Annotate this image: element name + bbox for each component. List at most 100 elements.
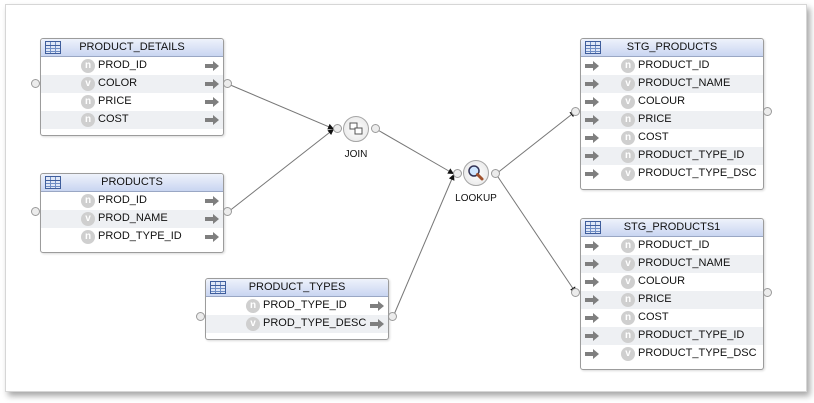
- field-type-icon: n: [621, 293, 635, 307]
- field-port-arrow-icon[interactable]: [205, 61, 219, 71]
- field-port-arrow-icon[interactable]: [585, 115, 599, 125]
- field-port-arrow-icon[interactable]: [585, 259, 599, 269]
- table-header[interactable]: PRODUCT_TYPES: [206, 279, 388, 297]
- join-out-port[interactable]: [371, 124, 380, 133]
- magnifier-icon: [468, 165, 484, 181]
- join-operator[interactable]: [343, 116, 369, 142]
- table-header[interactable]: STG_PRODUCTS1: [581, 219, 763, 237]
- stg-products1-out-port[interactable]: [763, 288, 772, 297]
- table-icon: [585, 221, 601, 234]
- field-type-icon: n: [81, 113, 95, 127]
- field-type-icon: n: [621, 311, 635, 325]
- table-title: PRODUCT_TYPES: [248, 281, 346, 293]
- product-details-out-port[interactable]: [223, 79, 232, 88]
- field-name: PROD_ID: [98, 194, 147, 206]
- join-icon: [349, 122, 363, 135]
- field-type-icon: n: [621, 149, 635, 163]
- join-in-port[interactable]: [333, 124, 342, 133]
- lookup-operator[interactable]: [463, 160, 489, 186]
- field-port-arrow-icon[interactable]: [205, 196, 219, 206]
- table-header[interactable]: PRODUCT_DETAILS: [41, 39, 223, 57]
- field-type-icon: n: [246, 299, 260, 313]
- table-title: PRODUCTS: [101, 176, 163, 188]
- field-type-icon: v: [246, 317, 260, 331]
- field-name: COST: [98, 113, 129, 125]
- product-details-in-port[interactable]: [31, 79, 40, 88]
- field-name: PRODUCT_TYPE_ID: [638, 329, 745, 341]
- stg-products-in-port[interactable]: [571, 107, 580, 116]
- field-port-arrow-icon[interactable]: [205, 79, 219, 89]
- field-type-icon: v: [621, 347, 635, 361]
- stg-products1-in-port[interactable]: [571, 288, 580, 297]
- product-types-out-port[interactable]: [388, 312, 397, 321]
- field-port-arrow-icon[interactable]: [585, 151, 599, 161]
- field-port-arrow-icon[interactable]: [205, 214, 219, 224]
- field-name: PRODUCT_NAME: [638, 77, 731, 89]
- field-type-icon: n: [81, 59, 95, 73]
- field-name: PRODUCT_TYPE_DSC: [638, 167, 757, 179]
- field-port-arrow-icon[interactable]: [585, 241, 599, 251]
- field-name: PRODUCT_ID: [638, 239, 710, 251]
- field-port-arrow-icon[interactable]: [205, 232, 219, 242]
- field-port-arrow-icon[interactable]: [370, 319, 384, 329]
- field-port-arrow-icon[interactable]: [585, 97, 599, 107]
- table-icon: [45, 176, 61, 189]
- field-port-arrow-icon[interactable]: [370, 301, 384, 311]
- field-type-icon: n: [621, 329, 635, 343]
- field-port-arrow-icon[interactable]: [585, 169, 599, 179]
- field-port-arrow-icon[interactable]: [585, 349, 599, 359]
- products-out-port[interactable]: [223, 207, 232, 216]
- field-type-icon: n: [621, 131, 635, 145]
- field-port-arrow-icon[interactable]: [205, 115, 219, 125]
- field-port-arrow-icon[interactable]: [585, 79, 599, 89]
- field-port-arrow-icon[interactable]: [585, 61, 599, 71]
- table-icon: [45, 41, 61, 54]
- table-header[interactable]: PRODUCTS: [41, 174, 223, 192]
- field-name: COST: [638, 131, 669, 143]
- stg-products-out-port[interactable]: [763, 107, 772, 116]
- field-port-arrow-icon[interactable]: [205, 97, 219, 107]
- lookup-in-port[interactable]: [453, 169, 462, 178]
- field-name: PRODUCT_TYPE_ID: [638, 149, 745, 161]
- products-in-port[interactable]: [31, 207, 40, 216]
- lookup-out-port[interactable]: [491, 169, 500, 178]
- product-types-in-port[interactable]: [196, 312, 205, 321]
- field-port-arrow-icon[interactable]: [585, 133, 599, 143]
- field-port-arrow-icon[interactable]: [585, 313, 599, 323]
- table-header[interactable]: STG_PRODUCTS: [581, 39, 763, 57]
- field-name: PRICE: [638, 113, 672, 125]
- field-type-icon: v: [621, 257, 635, 271]
- field-name: COLOR: [98, 77, 138, 89]
- field-port-arrow-icon[interactable]: [585, 277, 599, 287]
- field-port-arrow-icon[interactable]: [585, 295, 599, 305]
- field-port-arrow-icon[interactable]: [585, 331, 599, 341]
